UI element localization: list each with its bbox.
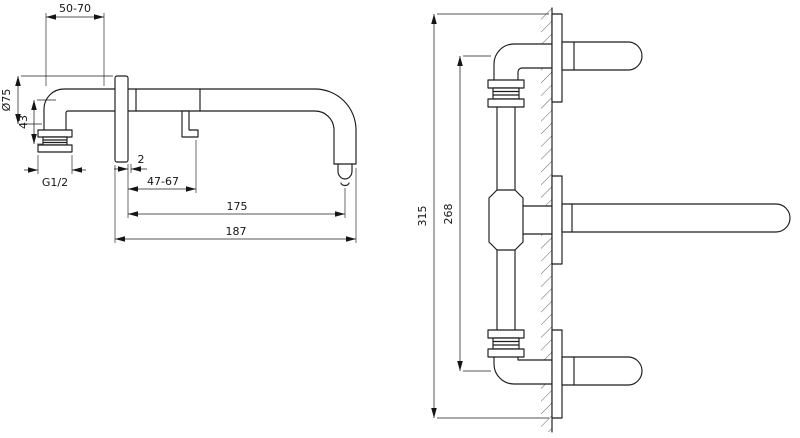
middle-wall-plate (551, 175, 563, 265)
dim-depth-range-label: 50-70 (59, 2, 91, 15)
side-dimensions: 50-70 Ø75 43 G1/2 (0, 2, 357, 243)
dim-plate-gap: 2 (114, 153, 147, 218)
front-wall-plates (551, 13, 563, 419)
front-riser-pipe (496, 106, 516, 331)
front-top-handle (561, 41, 643, 71)
dim-handle-depth-label: 47-67 (147, 175, 179, 188)
front-union-nut-top (487, 79, 525, 108)
side-inlet-elbow (43, 88, 116, 131)
front-view: 315 268 (416, 7, 791, 433)
front-tee-fitting (488, 189, 553, 251)
dim-spout-reach-label: 175 (227, 200, 248, 213)
side-wall-plate (114, 75, 129, 163)
dim-total-height: 315 (416, 13, 549, 419)
front-bottom-elbow (493, 356, 553, 385)
front-dimensions: 315 268 (416, 13, 549, 419)
bottom-wall-plate (551, 329, 563, 419)
dim-drop-height: 43 (17, 99, 56, 145)
dim-escutcheon-diameter: Ø75 (0, 75, 113, 125)
dim-total-height-label: 315 (416, 206, 429, 227)
dim-depth-range: 50-70 (45, 2, 105, 86)
dim-thread-size-label: G1/2 (42, 176, 68, 189)
dim-handle-centers: 268 (442, 55, 491, 372)
dim-total-reach: 187 (114, 165, 357, 243)
front-bottom-handle (561, 356, 643, 386)
dim-drop-height-label: 43 (17, 115, 30, 129)
spout-outlet-arc (340, 182, 350, 187)
front-union-nut-bottom (487, 329, 525, 358)
dim-spout-reach: 175 (128, 188, 346, 218)
dim-total-reach-label: 187 (226, 225, 247, 238)
side-view: 50-70 Ø75 43 G1/2 (0, 2, 357, 243)
dim-handle-centers-label: 268 (442, 204, 455, 225)
side-thread-end (37, 129, 73, 153)
front-spout (561, 203, 791, 233)
side-body-and-spout (127, 88, 357, 187)
dim-plate-gap-label: 2 (138, 153, 145, 166)
dim-thread-size: G1/2 (24, 155, 86, 189)
spout-aerator (337, 163, 353, 180)
front-top-elbow (493, 43, 553, 81)
dim-escutcheon-diameter-label: Ø75 (0, 89, 13, 112)
dim-handle-depth: 47-67 (128, 140, 197, 193)
top-wall-plate (551, 13, 563, 103)
wall-section (541, 7, 553, 433)
side-lever-handle (181, 110, 199, 138)
